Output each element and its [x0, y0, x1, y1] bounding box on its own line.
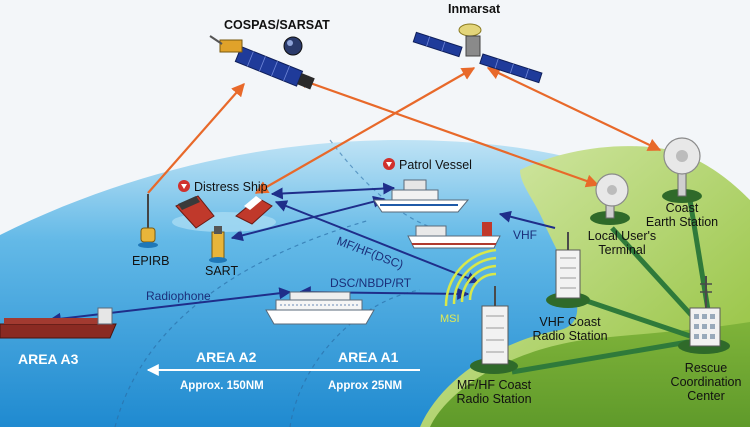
mf-hf-dsc-link: [274, 200, 480, 284]
vhf-rcc-link: [577, 295, 691, 339]
patrol-vessel-alert-icon: [383, 158, 395, 170]
lut-rcc-link: [610, 226, 696, 320]
patrol-vessel-icon: [373, 179, 470, 213]
area-a2-label: AREA A2: [196, 349, 257, 365]
vhf-link: [498, 210, 556, 229]
coast-earth-station-label-1: Coast: [666, 201, 699, 215]
mf-hf-coast-station-label-2: Radio Station: [456, 392, 531, 406]
area-a1-label: AREA A1: [338, 349, 399, 365]
inmarsat-label: Inmarsat: [448, 2, 501, 16]
distress-ship-icon: [172, 195, 276, 232]
distress-ship-alert-icon: [178, 180, 190, 192]
area-a3-label: AREA A3: [18, 351, 79, 367]
coast-earth-station-dish-icon: [662, 137, 702, 203]
land-dark: [430, 322, 750, 427]
radiophone-link: [48, 287, 292, 325]
cospas-lut-link: [294, 75, 600, 188]
patrol-vessel-label: Patrol Vessel: [399, 158, 472, 172]
inmarsat-ces-link: [486, 67, 662, 151]
cospas-satellite-icon: [209, 35, 315, 90]
local-user-terminal-label-1: Local User's: [588, 229, 656, 243]
coast-earth-station-label-2: Earth Station: [646, 215, 718, 229]
inmarsat-satellite-icon: [412, 23, 543, 84]
sart-label: SART: [205, 264, 238, 278]
local-user-terminal-dish-icon: [590, 173, 630, 225]
epirb-label: EPIRB: [132, 254, 170, 268]
area-a1-distance-label: Approx 25NM: [328, 380, 402, 392]
rescue-center-label-1: Rescue: [685, 361, 727, 375]
mf-hf-coast-tower-icon: [470, 286, 518, 374]
rescue-center-label-2: Coordination: [671, 375, 742, 389]
area-a2-distance-label: Approx. 150NM: [180, 380, 264, 392]
epirb-icon: [138, 194, 158, 248]
rescue-center-building-icon: [678, 276, 730, 354]
vhf-coast-station-label-1: VHF Coast: [539, 315, 601, 329]
cruise-ship-icon: [265, 291, 375, 325]
cospas-sarsat-label: COSPAS/SARSAT: [224, 18, 330, 32]
msi-waves: [444, 248, 497, 307]
epirb-cospas-link: [147, 83, 245, 194]
ship-patrol-link: [270, 182, 396, 200]
msi-label: MSI: [440, 313, 460, 325]
cargo-ship-icon: [0, 307, 117, 339]
distress-ship-label: Distress Ship: [194, 180, 268, 194]
sart-icon: [209, 226, 227, 263]
vhf-coast-tower-icon: [546, 232, 590, 308]
mf-hf-coast-station-label-1: MF/HF Coast: [457, 378, 532, 392]
vhf-label: VHF: [513, 228, 537, 242]
vhf-ship-icon: [407, 222, 501, 249]
mfhf-rcc-link: [511, 339, 689, 375]
local-user-terminal-label-2: Terminal: [598, 243, 645, 257]
dsc-nbdp-rt-label: DSC/NBDP/RT: [330, 276, 412, 290]
rescue-center-label-3: Center: [687, 389, 725, 403]
vhf-coast-station-label-2: Radio Station: [532, 329, 607, 343]
radiophone-label: Radiophone: [146, 289, 211, 303]
